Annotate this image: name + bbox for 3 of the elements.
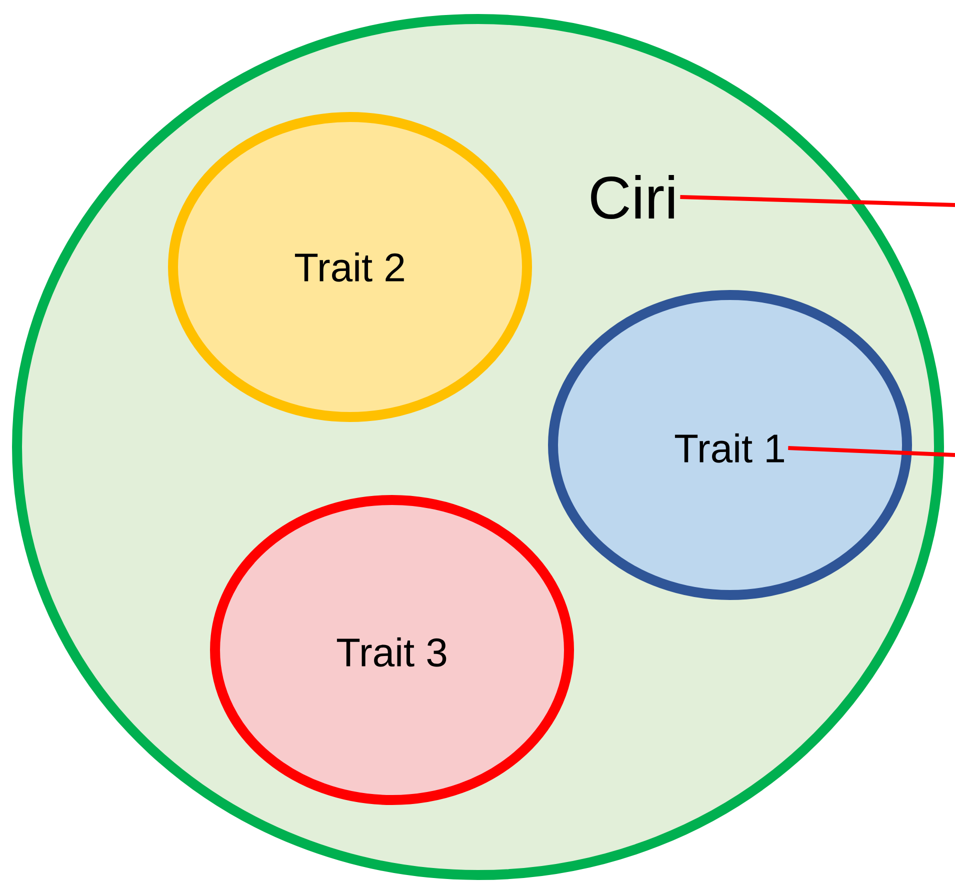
heading-label: Ciri bbox=[591, 174, 674, 220]
connector-line bbox=[788, 446, 955, 457]
connector-line bbox=[680, 195, 955, 207]
